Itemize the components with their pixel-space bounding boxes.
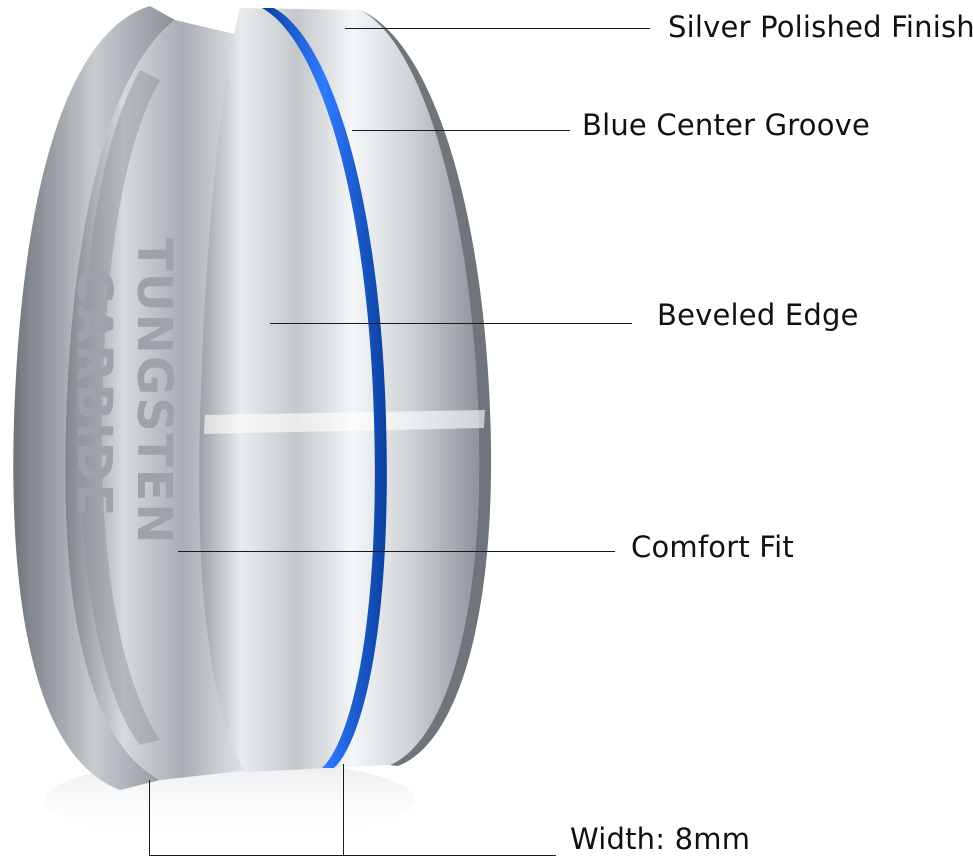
ring-highlight — [204, 410, 485, 434]
ring-interior-shadow — [79, 70, 160, 745]
finish-leader-line — [345, 28, 650, 29]
ring-outer-face — [199, 8, 480, 772]
width-left-extension — [149, 780, 150, 856]
fit-label: Comfort Fit — [631, 530, 794, 564]
ring-outer-left-rim — [13, 6, 176, 790]
engraving-line-1: TUNGSTEN — [126, 238, 182, 546]
engraving-text: TUNGSTEN CARBIDE — [66, 238, 182, 546]
width-label: Width: 8mm — [570, 822, 751, 856]
fit-leader-line — [178, 551, 615, 552]
width-right-extension — [343, 764, 344, 856]
ring-interior — [65, 20, 260, 780]
edge-leader-line — [270, 323, 632, 324]
finish-label: Silver Polished Finish — [668, 10, 973, 44]
ring-blue-groove — [262, 8, 387, 768]
engraving-line-2: CARBIDE — [66, 268, 122, 518]
edge-label: Beveled Edge — [657, 298, 859, 332]
groove-label: Blue Center Groove — [582, 108, 871, 142]
ring-right-bevel — [360, 10, 492, 766]
groove-leader-line — [352, 130, 570, 131]
width-dimension-line — [149, 855, 556, 856]
